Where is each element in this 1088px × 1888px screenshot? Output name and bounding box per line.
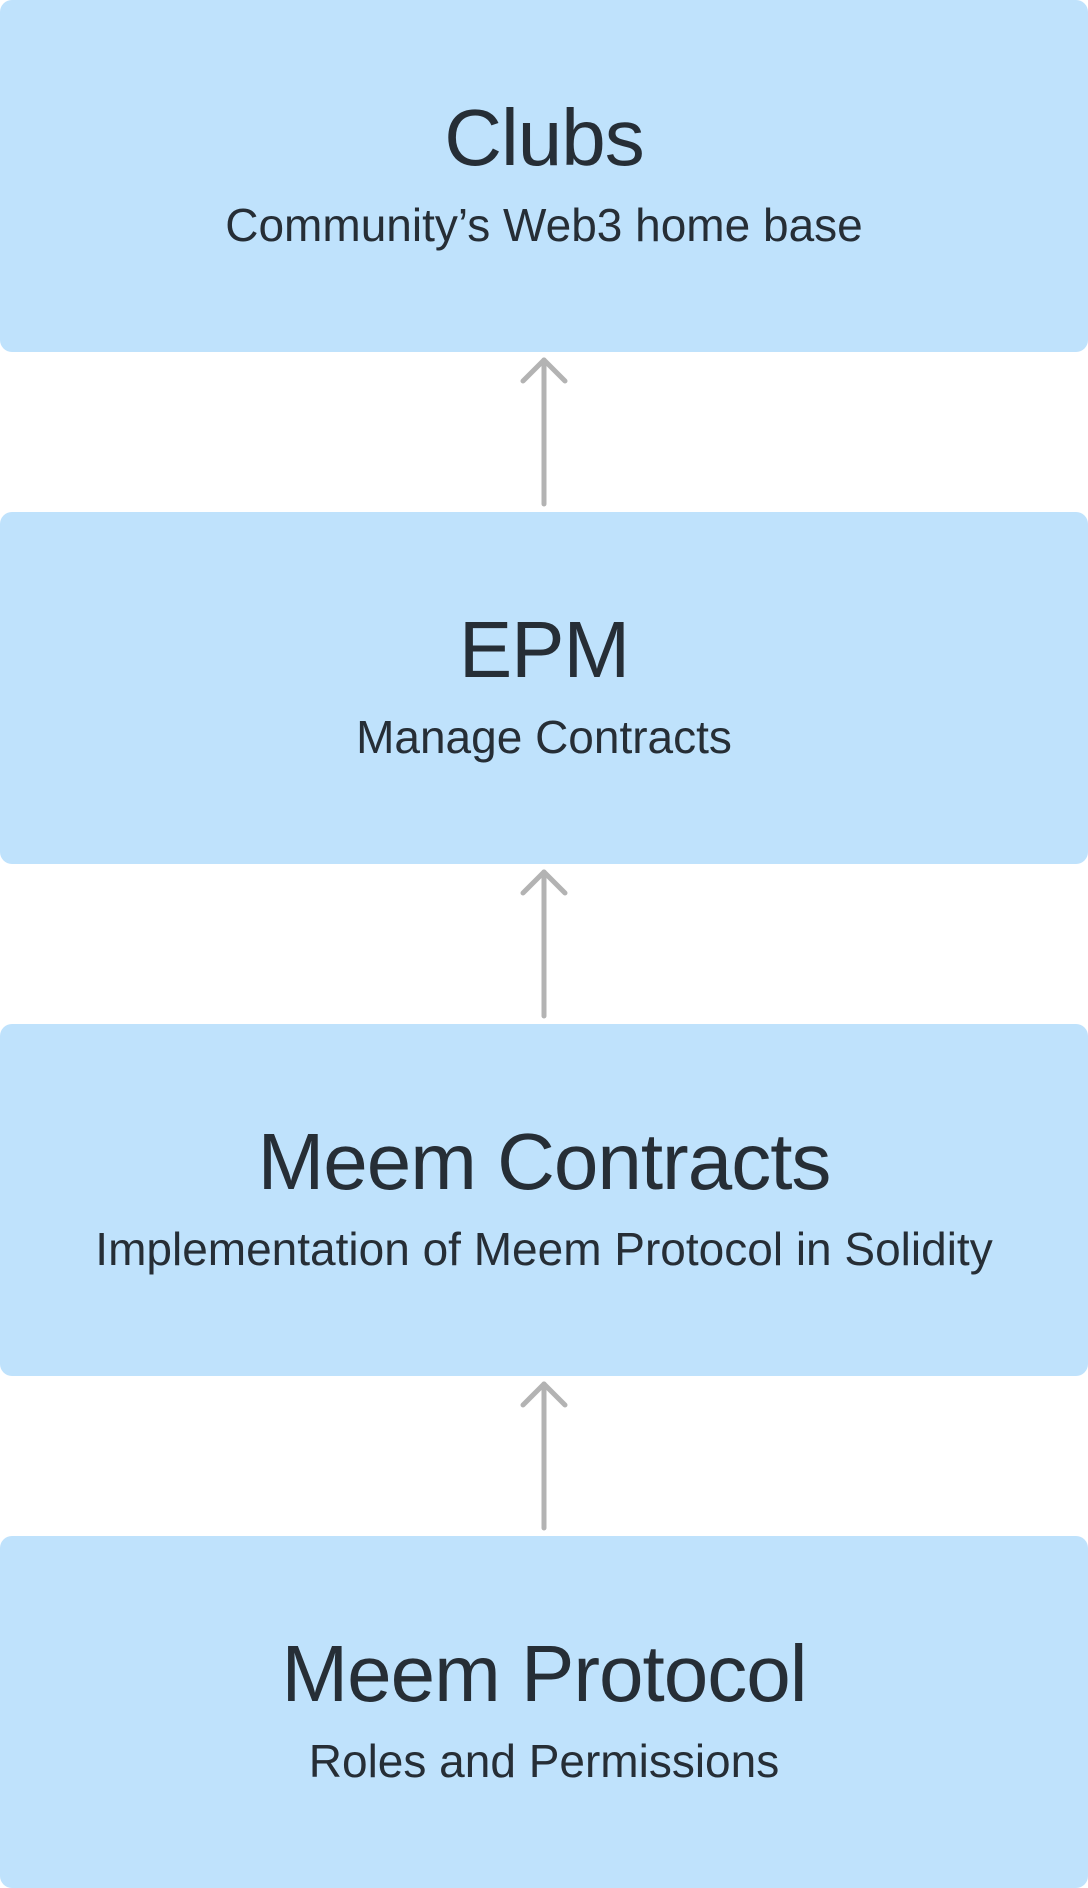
layer-subtitle: Roles and Permissions: [308, 1735, 780, 1787]
layer-subtitle: Community’s Web3 home base: [225, 199, 863, 251]
layer-box-clubs: Clubs Community’s Web3 home base: [0, 0, 1088, 352]
arrow-up-icon: [520, 1381, 568, 1531]
layer-title: Clubs: [444, 93, 645, 182]
layer-box-meem-contracts: Meem Contracts Implementation of Meem Pr…: [0, 1024, 1088, 1376]
arrow-up-icon: [520, 357, 568, 507]
arrow-up-icon: [520, 869, 568, 1019]
layer-box-epm: EPM Manage Contracts: [0, 512, 1088, 864]
layer-subtitle: Manage Contracts: [356, 711, 732, 763]
layer-title: Meem Protocol: [281, 1629, 808, 1718]
layer-title: Meem Contracts: [257, 1117, 832, 1206]
layer-box-meem-protocol: Meem Protocol Roles and Permissions: [0, 1536, 1088, 1888]
layer-subtitle: Implementation of Meem Protocol in Solid…: [95, 1223, 993, 1275]
layer-title: EPM: [458, 605, 630, 694]
